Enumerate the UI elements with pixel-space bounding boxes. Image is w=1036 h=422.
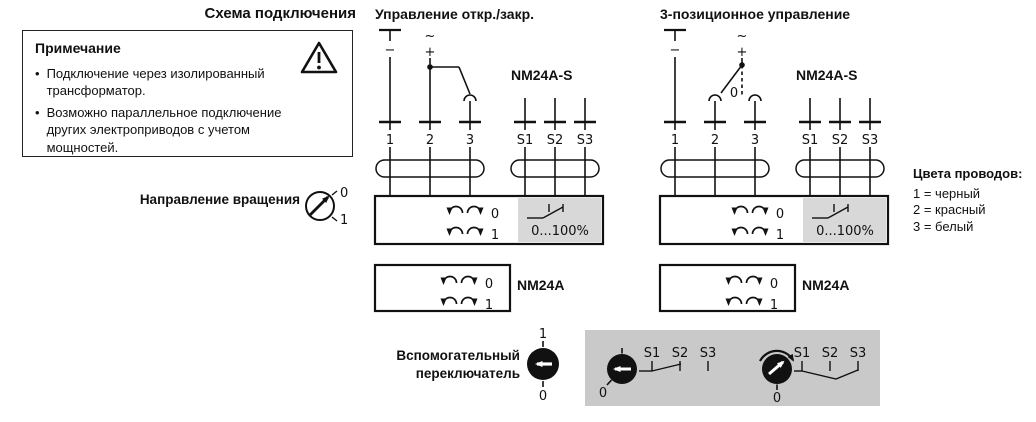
col2-plus-symbol: +	[737, 45, 748, 60]
col1-terminal-1: 1	[386, 133, 394, 148]
col1-box-pos1: 1	[491, 228, 499, 243]
col2-minus-symbol: −	[670, 43, 681, 58]
aux-b-contact-symbol	[794, 361, 859, 380]
col2-box-pos1: 1	[776, 228, 784, 243]
page-title: Схема подключения	[204, 5, 356, 22]
col2-terminal-1: 1	[671, 133, 679, 148]
col1-actuator-box: 0 1	[373, 263, 512, 313]
col2-mid-position-label: 0	[730, 86, 738, 101]
note-heading: Примечание	[35, 40, 121, 56]
col1-terminal-3: 3	[466, 133, 474, 148]
col2-ac-symbol: ~	[737, 29, 748, 44]
col2-feedback-panel	[803, 198, 886, 242]
cw-rotation-arc-icon	[759, 349, 795, 362]
wire-color-3: 3 = белый	[913, 218, 974, 234]
col2-terminal-s2: S2	[832, 133, 849, 148]
col2-box2-pos0: 0	[770, 277, 778, 292]
col2-terminal-s3: S3	[862, 133, 879, 148]
wire-color-2: 2 = красный	[913, 202, 986, 218]
col1-minus-symbol: −	[385, 43, 396, 58]
wire-colors-heading: Цвета проводов:	[913, 166, 1023, 181]
aux-a-s1: S1	[644, 346, 661, 361]
bullet-marker: •	[35, 66, 40, 81]
aux-switch-label: Вспомогательный переключатель	[318, 347, 520, 382]
aux-b-s1: S1	[794, 346, 811, 361]
dial-pos-0-label: 0	[340, 186, 348, 201]
rotation-direction-dial-icon: 0 1	[305, 186, 348, 228]
col1-ac-symbol: ~	[425, 29, 436, 44]
wire-colors-legend: Цвета проводов: 1 = черный 2 = красный 3…	[913, 166, 1022, 236]
note-item-2-text: Возможно параллельное подключение других…	[46, 105, 282, 155]
column1-heading: Управление откр./закр.	[375, 6, 535, 22]
aux-a-s3: S3	[700, 346, 717, 361]
col2-box2-pos1: 1	[770, 298, 778, 313]
warning-triangle-icon	[300, 41, 338, 74]
note-box: Примечание • Подключение через изолирова…	[22, 30, 353, 157]
col1-terminal-2: 2	[426, 133, 434, 148]
column2-heading: 3-позиционное управление	[660, 6, 851, 22]
col2-terminal-label-plates	[668, 130, 881, 147]
col2-actuator-box-s: 0 1 0...100%	[658, 194, 890, 246]
col2-terminal-3: 3	[751, 133, 759, 148]
col2-terminal-s1: S1	[802, 133, 819, 148]
col1-actuator-box-s: 0 1 0...100%	[373, 194, 605, 246]
note-item-1: • Подключение через изолированный трансф…	[35, 65, 313, 99]
aux-switch-dial-icon: 1 0	[527, 327, 559, 404]
dial-pos-1-label: 1	[340, 213, 348, 228]
col1-terminal-s1: S1	[517, 133, 534, 148]
note-item-1-text: Подключение через изолированный трансфор…	[46, 66, 265, 99]
col1-circuit-wires	[379, 28, 596, 196]
col2-range-label: 0...100%	[816, 224, 874, 239]
aux-switch-label-line1: Вспомогательный	[396, 348, 520, 363]
aux-a-pos-label: 0	[599, 386, 607, 401]
model-label-nm24a-s-col1: NM24A-S	[511, 67, 573, 83]
col2-circuit-wires	[664, 28, 881, 196]
bullet-marker: •	[35, 105, 40, 121]
col1-feedback-switch-symbol	[527, 204, 564, 219]
col1-plus-symbol: +	[425, 45, 436, 60]
aux-b-s2: S2	[822, 346, 839, 361]
aux-a-s2: S2	[672, 346, 689, 361]
model-label-nm24a-col1: NM24A	[517, 277, 565, 293]
col1-terminal-label-plates	[383, 130, 596, 147]
aux-switch-label-line2: переключатель	[415, 365, 520, 381]
model-label-nm24a-col2: NM24A	[802, 277, 850, 293]
aux-position-b: 0 S1 S2 S3	[759, 346, 867, 406]
note-list: • Подключение через изолированный трансф…	[35, 65, 313, 156]
col2-box-pos0: 0	[776, 207, 784, 222]
aux-b-s3: S3	[850, 346, 867, 361]
aux-position-a: 0 S1 S2 S3	[599, 346, 716, 401]
col2-terminal-2: 2	[711, 133, 719, 148]
aux-pos-bottom-label: 0	[539, 389, 547, 404]
col2-feedback-switch-symbol	[812, 204, 849, 219]
aux-a-contact-symbol	[639, 361, 709, 372]
note-item-2: • Возможно параллельное подключение друг…	[35, 104, 313, 155]
col1-box-pos0: 0	[491, 207, 499, 222]
col1-terminal-s3: S3	[577, 133, 594, 148]
col1-terminal-s2: S2	[547, 133, 564, 148]
wire-color-1: 1 = черный	[913, 185, 981, 201]
col1-box2-pos1: 1	[485, 298, 493, 313]
col1-feedback-panel	[518, 198, 601, 242]
col1-box2-pos0: 0	[485, 277, 493, 292]
col2-actuator-box: 0 1	[658, 263, 797, 313]
col2-cable-grommets	[660, 159, 885, 178]
col1-cable-grommets	[375, 159, 600, 178]
rotation-direction-label: Направление вращения	[139, 192, 300, 207]
aux-b-pos-label: 0	[773, 391, 781, 406]
aux-pos-top-label: 1	[539, 327, 547, 342]
model-label-nm24a-s-col2: NM24A-S	[796, 67, 858, 83]
col1-range-label: 0...100%	[531, 224, 589, 239]
